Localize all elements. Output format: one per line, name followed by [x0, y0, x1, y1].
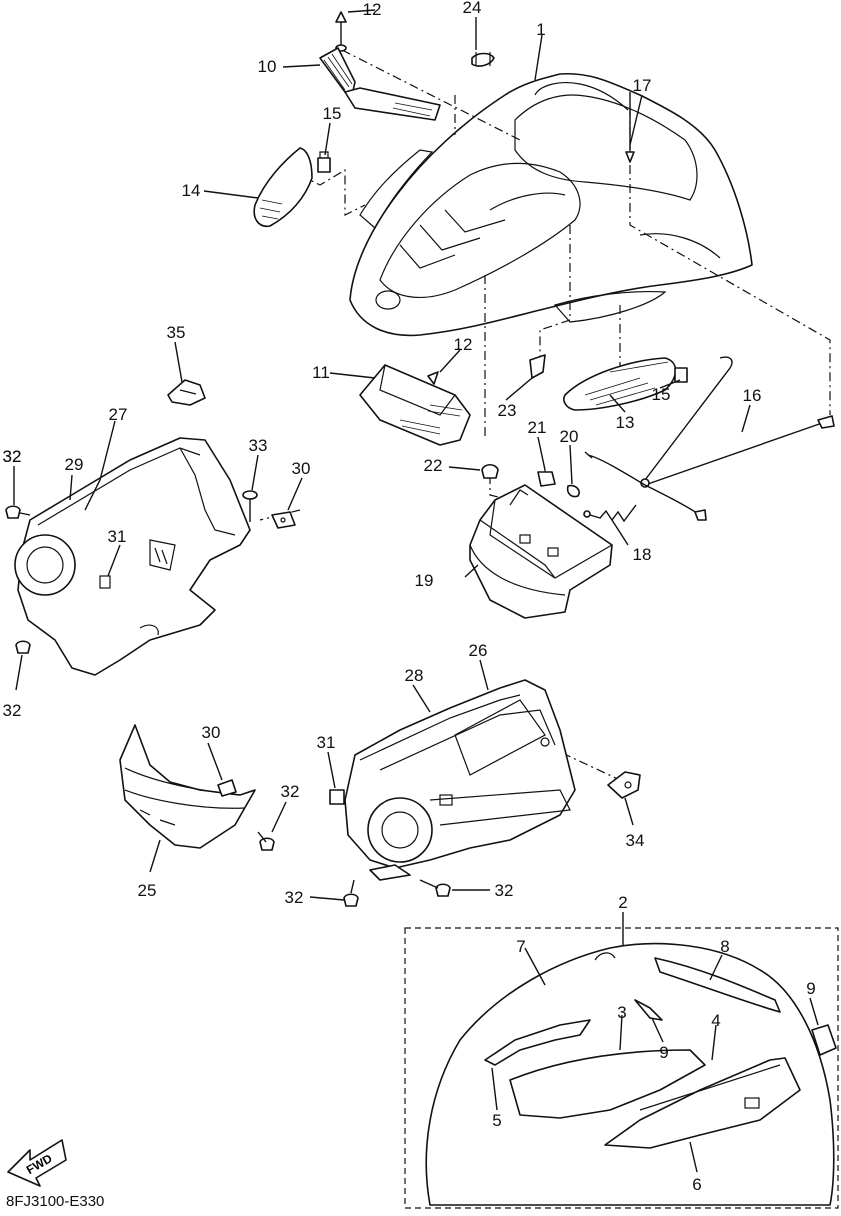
part-13-pad — [563, 357, 677, 411]
part-16-cable — [640, 356, 835, 488]
leader-lines — [13, 9, 819, 1173]
callout-12: 12 — [454, 335, 473, 354]
callout-34: 34 — [626, 831, 645, 850]
callout-14: 14 — [182, 181, 201, 200]
callout-32: 32 — [3, 447, 22, 466]
part-9-clip-right — [811, 1024, 837, 1056]
callout-9: 9 — [806, 979, 815, 998]
part-21-nut — [537, 471, 580, 498]
callout-17: 17 — [633, 76, 652, 95]
callout-23: 23 — [498, 401, 517, 420]
part-12-screw-mid — [427, 371, 439, 385]
part-32-screw-right-b — [419, 879, 451, 897]
callout-32: 32 — [3, 447, 22, 466]
part-30-nut-lower — [217, 779, 237, 797]
callout-35: 35 — [167, 323, 186, 342]
part-26-right-side-cover — [344, 679, 576, 881]
part-14-side-cover — [253, 147, 313, 228]
callout-32: 32 — [281, 782, 300, 801]
part-23-clip — [529, 354, 546, 379]
part-1-front-fender — [349, 72, 753, 337]
callout-2: 2 — [618, 893, 627, 912]
callout-22: 22 — [424, 456, 443, 475]
callout-19: 19 — [415, 571, 434, 590]
part-20-wire — [584, 451, 707, 521]
callout-12: 12 — [363, 0, 382, 19]
callout-15: 15 — [323, 104, 342, 123]
part-30-nut-upper — [271, 511, 296, 529]
callout-5: 5 — [492, 1111, 501, 1130]
part-32-screw-left-bottom — [15, 640, 31, 654]
callout-7: 7 — [516, 937, 525, 956]
part-15-clip-left — [317, 151, 331, 173]
part-17-screw — [625, 92, 635, 163]
callout-24: 24 — [463, 0, 482, 17]
part-27-left-side-cover — [14, 437, 251, 676]
callout-29: 29 — [65, 455, 84, 474]
callout-6: 6 — [692, 1175, 701, 1194]
part-32-screw-left-top — [5, 505, 31, 519]
callout-11: 11 — [312, 363, 330, 382]
part-11-under-cover — [359, 364, 471, 446]
callout-31: 31 — [108, 527, 127, 546]
part-25-lower-cover — [119, 724, 256, 849]
callout-4: 4 — [711, 1011, 720, 1030]
part-35-bracket — [167, 379, 206, 406]
assembly-lines — [259, 49, 831, 781]
callout-30: 30 — [292, 459, 311, 478]
callout-32: 32 — [3, 701, 22, 720]
part-18-spring — [583, 504, 637, 523]
fwd-arrow-icon: FWD — [7, 1139, 67, 1187]
callout-10: 10 — [258, 57, 277, 76]
callout-13: 13 — [616, 413, 635, 432]
callout-32: 32 — [285, 888, 304, 907]
callout-28: 28 — [405, 666, 424, 685]
part-32-screw-right-a — [343, 879, 359, 907]
part-33-bolt — [242, 490, 258, 522]
callout-30: 30 — [202, 723, 221, 742]
callout-25: 25 — [138, 881, 157, 900]
part-10-bracket — [319, 47, 441, 121]
callout-9: 9 — [659, 1043, 668, 1062]
callout-21: 21 — [528, 418, 547, 437]
drawing-code: 8FJ3100-E330 — [6, 1193, 104, 1210]
callout-32: 32 — [495, 881, 514, 900]
part-24-clip — [471, 52, 495, 67]
part-22-grommet — [481, 463, 499, 479]
part-34-bracket — [607, 771, 641, 799]
callout-20: 20 — [560, 427, 579, 446]
part-2-assembly-box — [404, 927, 839, 1209]
callout-15: 15 — [652, 385, 671, 404]
part-32-screw-25 — [257, 831, 275, 851]
callout-16: 16 — [743, 386, 762, 405]
part-15-clip-right — [674, 367, 688, 383]
callout-27: 27 — [109, 405, 128, 424]
callout-31: 31 — [317, 733, 336, 752]
part-31-clip-right — [329, 789, 345, 805]
part-12-screw-top — [335, 11, 347, 52]
callout-1: 1 — [536, 20, 545, 39]
callout-33: 33 — [249, 436, 268, 455]
callout-3: 3 — [617, 1003, 626, 1022]
callout-26: 26 — [469, 641, 488, 660]
part-19-bracket-tray — [469, 484, 613, 619]
callout-18: 18 — [633, 545, 652, 564]
callout-8: 8 — [720, 937, 729, 956]
